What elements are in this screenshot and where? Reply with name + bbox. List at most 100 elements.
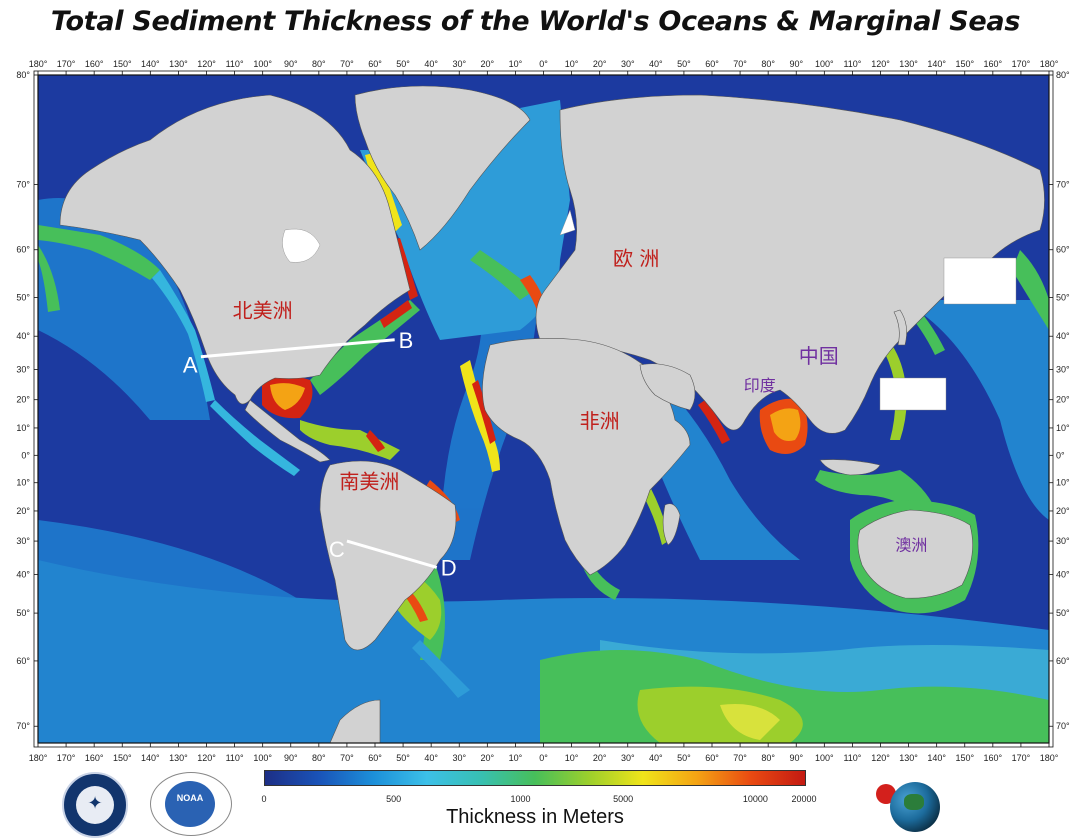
longitude-tick-label: 90° [284,59,298,69]
longitude-tick-label: 100° [815,753,834,763]
noaa-logo-icon: NOAA [150,772,232,836]
longitude-tick-label: 150° [955,753,974,763]
longitude-tick-label: 10° [565,59,579,69]
profile-start-label: C [329,537,345,562]
longitude-tick-label: 110° [843,753,861,763]
longitude-tick-label: 110° [226,753,244,763]
eurasia [535,94,1045,434]
longitude-tick-label: 150° [955,59,974,69]
longitude-tick-label: 110° [843,59,861,69]
pacific-rim-shelf [38,225,300,476]
longitude-tick-label: 40° [424,59,438,69]
latitude-tick-label: 30° [1056,365,1070,375]
map-title: Total Sediment Thickness of the World's … [50,6,1021,37]
latitude-ticks-left: 80°70°60°50°40°30°20°10°0°10°20°30°40°50… [16,70,38,731]
latitude-tick-label: 20° [1056,506,1070,516]
longitude-tick-label: 80° [312,59,326,69]
madagascar [662,503,681,546]
latitude-tick-label: 20° [16,506,30,516]
longitude-tick-label: 140° [927,59,946,69]
region-label: 南美洲 [339,469,399,493]
longitude-tick-label: 130° [899,753,918,763]
longitude-tick-label: 60° [368,753,382,763]
colorbar-tick-label: 5000 [613,794,634,804]
latitude-tick-label: 60° [16,245,30,255]
longitude-tick-label: 180° [1040,59,1059,69]
antarctica-tip [329,699,381,744]
longitude-tick-label: 110° [226,59,244,69]
longitude-tick-label: 180° [29,59,48,69]
region-label: 澳洲 [895,536,927,555]
longitude-tick-label: 170° [57,753,76,763]
latitude-tick-label: 50° [1056,608,1070,618]
longitude-tick-label: 140° [141,59,160,69]
longitude-tick-label: 100° [253,753,272,763]
longitude-tick-label: 90° [284,753,298,763]
latitude-tick-label: 40° [1056,569,1070,579]
longitude-tick-label: 180° [1040,753,1059,763]
arabia [639,363,696,411]
longitude-tick-label: 140° [927,753,946,763]
latitude-tick-label: 40° [1056,331,1070,341]
longitude-tick-label: 30° [452,753,466,763]
longitude-tick-label: 90° [789,753,803,763]
longitude-tick-label: 60° [368,59,382,69]
longitude-tick-label: 40° [649,753,663,763]
thickness-colorbar [264,770,806,786]
longitude-tick-label: 60° [705,59,719,69]
longitude-tick-label: 150° [113,753,132,763]
longitude-tick-label: 30° [621,59,635,69]
latitude-tick-label: 0° [1056,450,1065,460]
longitude-tick-label: 50° [677,753,691,763]
longitude-tick-label: 170° [1012,753,1031,763]
longitude-tick-label: 120° [871,59,890,69]
region-label: 中国 [799,344,839,368]
latitude-tick-label: 60° [16,656,30,666]
colorbar-tick-label: 500 [386,794,402,804]
longitude-tick-label: 20° [593,753,607,763]
longitude-tick-label: 160° [85,753,104,763]
latitude-ticks-right: 80°70°60°50°40°30°20°10°0°10°20°30°40°50… [1049,70,1070,731]
longitude-ticks-top: 180°170°160°150°140°130°120°110°100°90°8… [29,59,1059,75]
longitude-tick-label: 100° [815,59,834,69]
longitude-tick-label: 70° [340,753,354,763]
indonesia [819,459,881,476]
longitude-tick-label: 170° [1012,59,1031,69]
longitude-tick-label: 130° [169,59,188,69]
latitude-tick-label: 60° [1056,245,1070,255]
south-america [319,460,457,651]
no-data-patches [282,209,1017,411]
latitude-tick-label: 30° [1056,536,1070,546]
latitude-tick-label: 30° [16,536,30,546]
longitude-tick-label: 0° [539,59,548,69]
region-label: 印度 [744,376,776,395]
longitude-tick-label: 180° [29,753,48,763]
land-masses [59,85,1045,744]
latitude-tick-label: 70° [16,721,30,731]
longitude-tick-label: 20° [481,753,495,763]
profile-end-label: D [441,555,457,580]
longitude-tick-label: 90° [789,59,803,69]
latitude-tick-label: 20° [16,395,30,405]
longitude-tick-label: 50° [396,59,410,69]
colorbar-tick-label: 1000 [510,794,531,804]
latitude-tick-label: 70° [16,179,30,189]
longitude-tick-label: 150° [113,59,132,69]
latitude-tick-label: 70° [1056,179,1070,189]
africa [482,338,691,576]
latitude-tick-label: 0° [21,450,30,460]
greenland [354,85,531,251]
longitude-tick-label: 50° [677,59,691,69]
longitude-tick-label: 10° [509,59,523,69]
longitude-tick-label: 120° [871,753,890,763]
region-label: 欧 洲 [613,246,659,270]
longitude-tick-label: 70° [733,753,747,763]
latitude-tick-label: 80° [16,70,30,80]
colorbar-tick-label: 10000 [742,794,768,804]
colorbar-tick-label: 0 [261,794,267,804]
latitude-tick-label: 40° [16,569,30,579]
colorbar-tick-label: 20000 [791,794,817,804]
longitude-tick-label: 30° [452,59,466,69]
